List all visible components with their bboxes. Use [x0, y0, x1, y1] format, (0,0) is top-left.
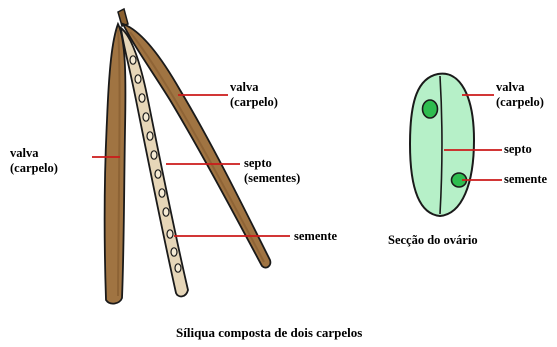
seed [129, 55, 137, 65]
ovary-section [408, 72, 476, 218]
label-valva-right-line2: (carpelo) [230, 95, 278, 109]
label-valva-left: valva (carpelo) [10, 146, 58, 176]
silique-pointers [92, 94, 290, 237]
seed [142, 112, 150, 122]
label-valva-right: valva (carpelo) [230, 80, 278, 110]
label-septo-sementes: septo (sementes) [244, 156, 300, 186]
silique [103, 7, 272, 305]
ovule-upper [421, 99, 439, 119]
label-ovary-septo: septo [504, 142, 532, 156]
ovary-septum-line [439, 75, 443, 215]
seed [162, 207, 170, 217]
septum [119, 25, 189, 298]
label-ovary-valva-line1: valva [496, 80, 525, 94]
right-valve-shade [129, 31, 265, 263]
label-valva-left-line2: (carpelo) [10, 161, 58, 175]
seed [170, 247, 178, 257]
seeds [129, 55, 182, 273]
label-septo-line1: septo [244, 156, 272, 170]
label-valva-right-line1: valva [230, 80, 259, 94]
left-valve-shade [117, 29, 121, 297]
figure-caption: Síliqua composta de dois carpelos [176, 325, 363, 340]
seed [154, 169, 162, 179]
ovary-section-title: Secção do ovário [388, 233, 478, 247]
seed [138, 93, 146, 103]
label-semente: semente [294, 229, 338, 243]
left-valve [103, 21, 127, 305]
right-valve [121, 22, 272, 269]
ovary-pointers [444, 94, 502, 181]
seed [158, 188, 166, 198]
label-ovary-valva-line2: (carpelo) [496, 95, 544, 109]
label-ovary-valva: valva (carpelo) [496, 80, 544, 110]
pod-tip [117, 7, 129, 27]
seed [134, 74, 142, 84]
label-ovary-semente: semente [504, 172, 548, 186]
seed [166, 229, 174, 239]
label-valva-left-line1: valva [10, 146, 39, 160]
seed [146, 131, 154, 141]
seed [174, 263, 182, 273]
label-septo-line2: (sementes) [244, 171, 301, 185]
seed [150, 150, 158, 160]
